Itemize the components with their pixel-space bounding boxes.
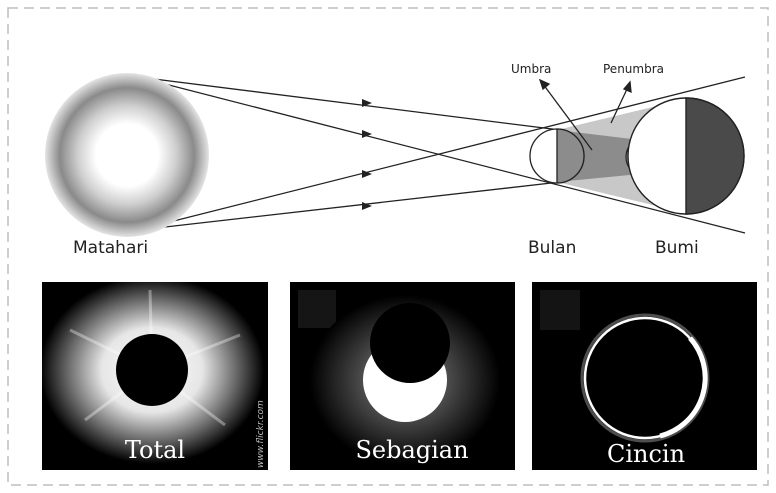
light-rays [129, 74, 746, 234]
earth-label: Bumi [655, 238, 699, 258]
moon-disk [116, 334, 188, 406]
watermark-2: www.flickr.com [516, 400, 526, 468]
sun-label: Matahari [73, 238, 148, 258]
watermark-1: www.flickr.com [256, 400, 266, 468]
photo-annular: Cincin [532, 282, 757, 470]
eclipse-diagram: Matahari Bulan Bumi Umbra Penumbra [45, 62, 746, 258]
umbra-label: Umbra [511, 62, 551, 76]
moon-label: Bulan [528, 238, 576, 258]
stamp-border [7, 7, 769, 486]
photo-caption-total: Total [125, 436, 185, 464]
photo-total: Total www.flickr.com [42, 282, 268, 470]
photo-caption-partial: Sebagian [355, 436, 468, 464]
photo-partial: Sebagian www.flickr.com [290, 282, 526, 470]
photo-caption-annular: Cincin [607, 440, 685, 468]
sun-circle [45, 73, 209, 237]
label-arrows [538, 78, 632, 151]
moon-shape [529, 128, 585, 184]
penumbra-label: Penumbra [603, 62, 664, 76]
ray-arrows [362, 99, 372, 210]
earth-shape [627, 97, 745, 215]
moon-disk [370, 303, 450, 383]
